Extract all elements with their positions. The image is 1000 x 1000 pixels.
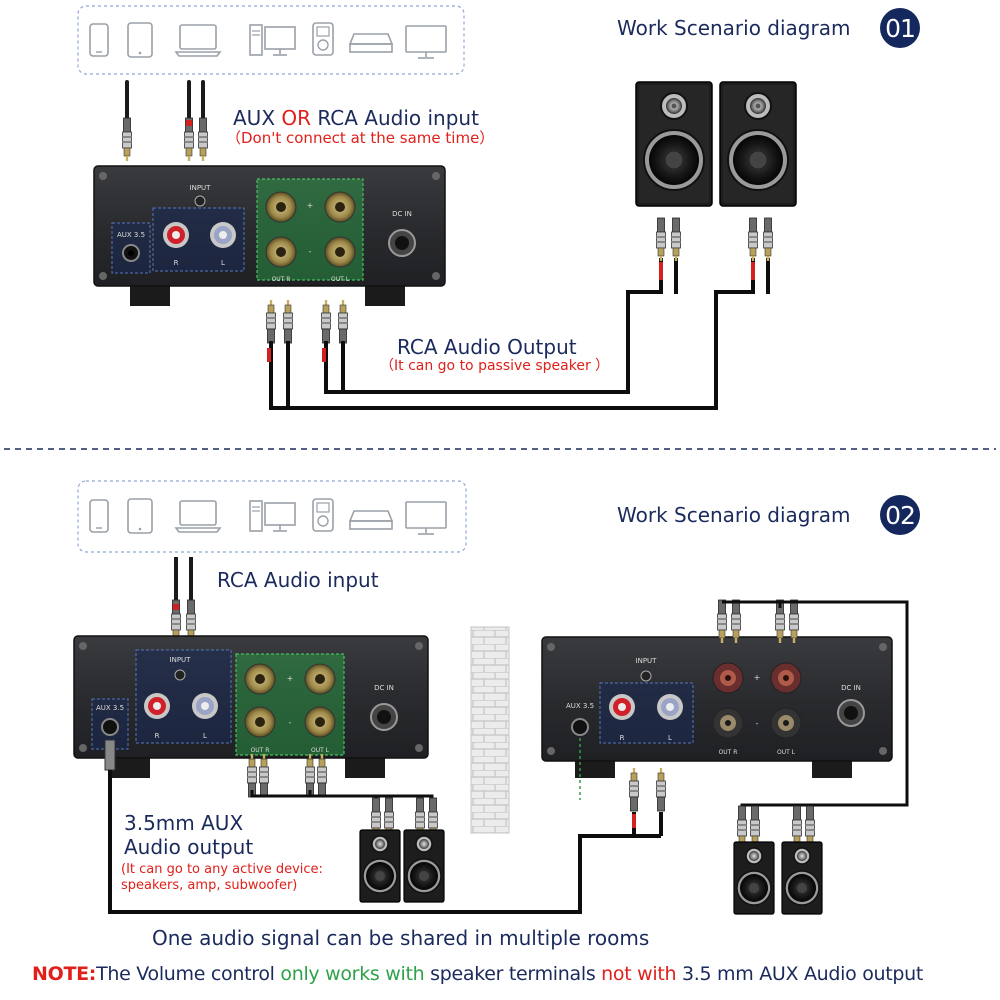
out-l-label-3: OUT L xyxy=(777,749,796,756)
dc-in-label-2: DC IN xyxy=(374,684,394,692)
rca-output-note: （It can go to passive speaker ） xyxy=(380,358,610,374)
amplifier-1: AUX 3.5 INPUT R L + - OUT R OUT L DC IN xyxy=(93,165,446,306)
shared-signal-caption: One audio signal can be shared in multip… xyxy=(152,926,650,950)
minus-label-3: - xyxy=(756,719,759,728)
plus-label-1: + xyxy=(307,201,314,210)
speaker-wiring-2 xyxy=(247,753,438,842)
scenario-2-badge: 02 xyxy=(880,495,920,535)
input-label-2: INPUT xyxy=(170,656,192,664)
input-label-scenario-1: AUX OR RCA Audio input xyxy=(233,108,479,128)
volume-note: NOTE:The Volume control only works with … xyxy=(32,965,923,984)
source-devices-box-1 xyxy=(77,5,465,75)
plus-label-3: + xyxy=(754,673,761,682)
r-label-3: R xyxy=(620,734,625,742)
amplifier-3: AUX 3.5 INPUT R L + - OUT R OUT L DC IN xyxy=(541,636,893,800)
note-label: NOTE: xyxy=(32,963,97,985)
or-text: OR xyxy=(281,106,312,130)
out-r-label-2: OUT R xyxy=(251,747,270,754)
scenario-1-badge: 01 xyxy=(880,8,920,48)
minus-label-1: - xyxy=(309,247,312,256)
out-r-label-1: OUT R xyxy=(272,276,291,283)
aux-output-line2: Audio output xyxy=(124,835,254,859)
aux-output-cable xyxy=(104,739,666,914)
active-speaker-1 xyxy=(359,829,401,903)
amplifier-2: AUX 3.5 INPUT R L + - OUT R OUT L DC IN xyxy=(73,635,429,778)
scenario-2-title: Work Scenario diagram xyxy=(617,503,851,527)
note-part4: not with xyxy=(601,963,677,985)
plus-label-2: + xyxy=(287,674,294,683)
out-l-label-1: OUT L xyxy=(331,276,350,283)
note-part3: speaker terminals xyxy=(424,963,602,985)
aux-text: AUX xyxy=(233,106,276,130)
source-devices-box-2 xyxy=(77,480,467,553)
rca-plug-white xyxy=(198,117,208,162)
aux-output-note1: (It can go to any active device: xyxy=(121,862,323,877)
aux-output-line1: 3.5mm AUX xyxy=(124,811,244,835)
aux-label-3: AUX 3.5 xyxy=(566,702,594,710)
rca-input-label-scenario-2: RCA Audio input xyxy=(217,568,379,592)
scenario-1: AUX 3.5 INPUT R L + - OUT R OUT L DC IN xyxy=(77,5,797,410)
input-cables-1 xyxy=(122,80,208,162)
note-part5: 3.5 mm AUX Audio output xyxy=(676,963,924,985)
brick-wall xyxy=(470,626,510,834)
aux-plug xyxy=(122,117,132,162)
l-label-2: L xyxy=(203,732,207,740)
passive-speaker-left xyxy=(719,81,797,207)
output-wiring-1 xyxy=(266,217,773,410)
l-label-3: L xyxy=(668,734,672,742)
speaker-wiring-3 xyxy=(717,599,909,850)
passive-speaker-right xyxy=(635,81,713,207)
out-l-label-2: OUT L xyxy=(311,747,330,754)
active-speaker-3 xyxy=(733,841,775,915)
aux-label-2: AUX 3.5 xyxy=(96,704,124,712)
r-label-2: R xyxy=(155,732,160,740)
aux-output-note2: speakers, amp, subwoofer) xyxy=(121,878,298,893)
active-speaker-4 xyxy=(781,841,823,915)
rca-input-text: RCA Audio input xyxy=(317,106,479,130)
scenario-2: AUX 3.5 INPUT R L + - OUT R OUT L DC IN xyxy=(73,480,909,915)
input-note-scenario-1: （Don't connect at the same time） xyxy=(226,129,495,147)
r-label-1: R xyxy=(174,259,179,267)
dc-in-label-1: DC IN xyxy=(392,210,412,218)
note-part2: only works with xyxy=(280,963,425,985)
l-label-1: L xyxy=(221,259,225,267)
minus-label-2: - xyxy=(289,718,292,727)
rca-output-title: RCA Audio Output xyxy=(397,335,577,359)
input-cables-2 xyxy=(171,557,196,644)
active-speaker-2 xyxy=(403,829,445,903)
out-r-label-3: OUT R xyxy=(719,749,738,756)
note-part1: The Volume control xyxy=(96,963,281,985)
input-label-3: INPUT xyxy=(636,657,658,665)
dc-in-label-3: DC IN xyxy=(841,684,861,692)
input-label-1: INPUT xyxy=(190,184,212,192)
aux-label-1: AUX 3.5 xyxy=(117,231,145,239)
scenario-1-title: Work Scenario diagram xyxy=(617,16,851,40)
